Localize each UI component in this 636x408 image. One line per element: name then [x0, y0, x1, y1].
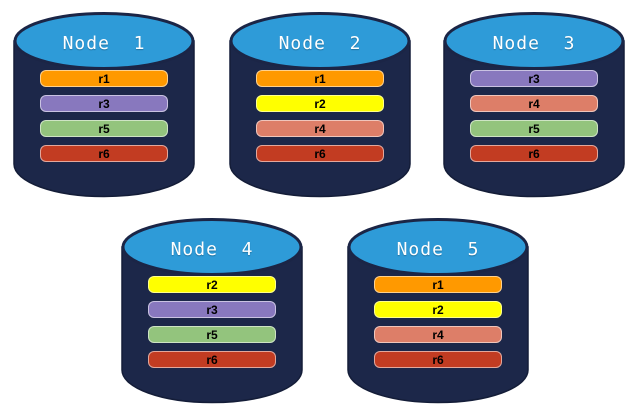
node-cylinder-5: Node 5 r1 r2 r4 r6 — [346, 214, 530, 404]
replica-list: r1 r2 r4 r6 — [256, 70, 384, 170]
replica-bar: r4 — [256, 120, 384, 137]
node-title: Node 3 — [492, 32, 576, 54]
replica-bar: r3 — [148, 301, 276, 318]
replica-bar: r6 — [148, 351, 276, 368]
replica-bar: r3 — [40, 95, 168, 112]
replica-bar: r6 — [40, 145, 168, 162]
replica-bar: r5 — [40, 120, 168, 137]
replica-label: r4 — [432, 327, 444, 342]
replica-label: r2 — [206, 277, 218, 292]
replica-bar: r5 — [470, 120, 598, 137]
replica-bar: r4 — [470, 95, 598, 112]
replica-bar: r1 — [374, 276, 502, 293]
replica-bar: r1 — [40, 70, 168, 87]
replica-bar: r2 — [256, 95, 384, 112]
replica-label: r4 — [528, 96, 540, 111]
replica-list: r2 r3 r5 r6 — [148, 276, 276, 376]
replica-bar: r3 — [470, 70, 598, 87]
replica-label: r2 — [314, 96, 326, 111]
replica-label: r1 — [314, 71, 326, 86]
replica-label: r5 — [528, 121, 540, 136]
replica-bar: r1 — [256, 70, 384, 87]
node-cylinder-3: Node 3 r3 r4 r5 r6 — [442, 8, 626, 198]
replica-label: r4 — [314, 121, 326, 136]
replica-label: r3 — [206, 302, 218, 317]
node-cylinder-1: Node 1 r1 r3 r5 r6 — [12, 8, 196, 198]
replica-label: r3 — [98, 96, 110, 111]
replica-label: r5 — [98, 121, 110, 136]
replica-bar: r2 — [148, 276, 276, 293]
node-title: Node 4 — [170, 238, 254, 260]
node-title: Node 2 — [278, 32, 362, 54]
replica-label: r1 — [432, 277, 444, 292]
replica-label: r2 — [432, 302, 444, 317]
replica-label: r3 — [528, 71, 540, 86]
replica-label: r6 — [528, 146, 540, 161]
node-cylinder-2: Node 2 r1 r2 r4 r6 — [228, 8, 412, 198]
replica-label: r6 — [432, 352, 444, 367]
replica-list: r3 r4 r5 r6 — [470, 70, 598, 170]
replica-list: r1 r3 r5 r6 — [40, 70, 168, 170]
replica-bar: r6 — [256, 145, 384, 162]
replica-list: r1 r2 r4 r6 — [374, 276, 502, 376]
replica-label: r6 — [314, 146, 326, 161]
replica-bar: r6 — [374, 351, 502, 368]
replica-label: r1 — [98, 71, 110, 86]
replica-label: r6 — [206, 352, 218, 367]
replica-bar: r5 — [148, 326, 276, 343]
replica-label: r5 — [206, 327, 218, 342]
replica-label: r6 — [98, 146, 110, 161]
node-title: Node 5 — [396, 238, 480, 260]
node-cylinder-4: Node 4 r2 r3 r5 r6 — [120, 214, 304, 404]
replica-bar: r4 — [374, 326, 502, 343]
node-title: Node 1 — [62, 32, 146, 54]
replica-bar: r6 — [470, 145, 598, 162]
replica-bar: r2 — [374, 301, 502, 318]
